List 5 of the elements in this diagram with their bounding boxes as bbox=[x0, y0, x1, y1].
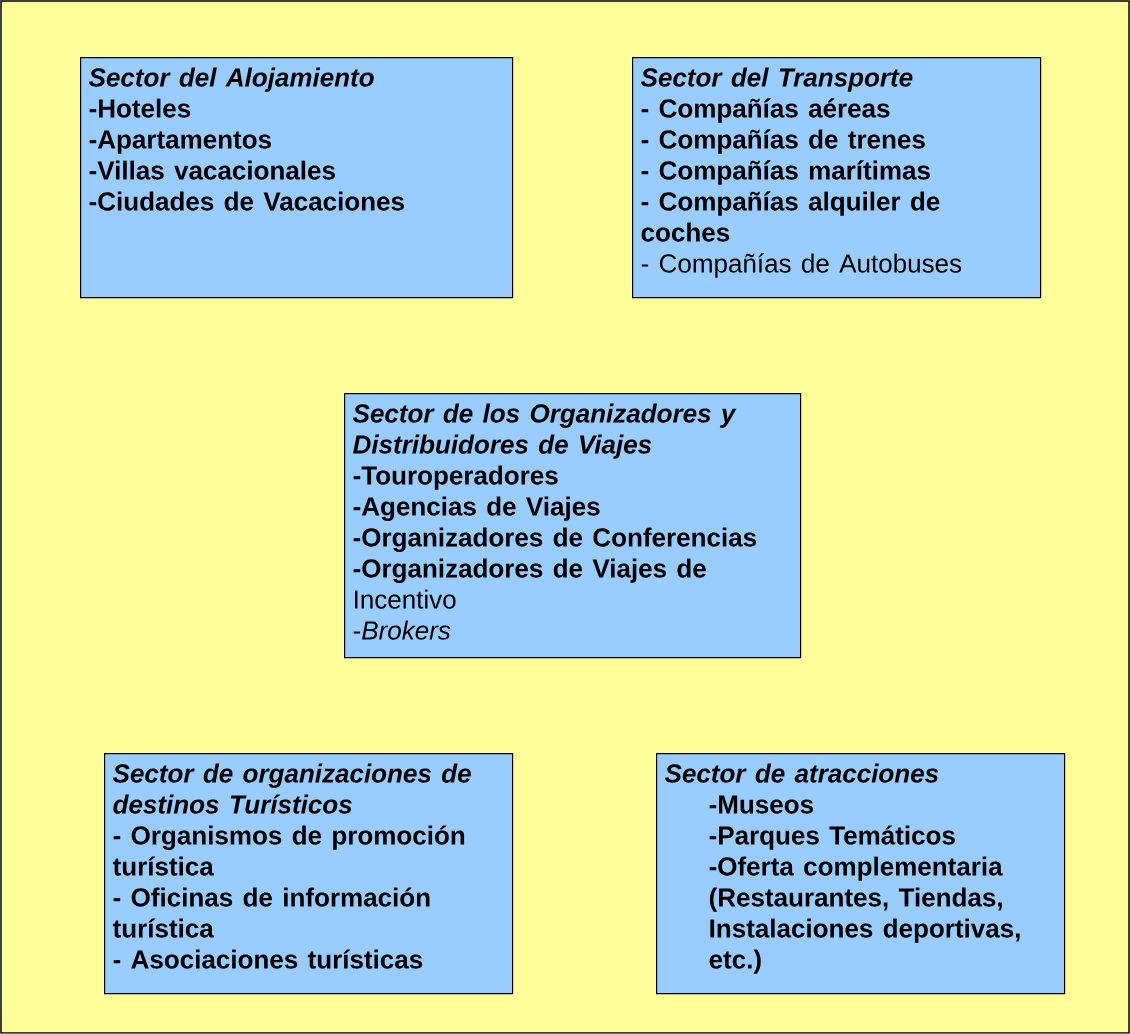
sector-box: Sector de atracciones -Museos -Parques Temáticos -Oferta complementaria (Restaurantes, Tiendas, Instalaciones deportivas, etc.) bbox=[656, 753, 1066, 995]
sector-box: Sector del Alojamiento -Hoteles -Apartamentos -Villas vacacionales -Ciudades de Vacaciones bbox=[80, 57, 514, 299]
sector-box: Sector de organizaciones de destinos Turísticos - Organismos de promoción turística - Oficinas de información turística - Asociaciones turísticas bbox=[104, 753, 514, 995]
sector-box: Sector de los Organizadores y Distribuidores de Viajes -Touroperadores -Agencias de Viajes -Organizadores de Conferencias -Organizadores de Viajes de Incentivo -Brokers bbox=[344, 393, 802, 659]
sector-box: Sector del Transporte - Compañías aéreas - Compañías de trenes - Compañías marítimas - Compañías alquiler de coches - Compañías de Autobuses bbox=[632, 57, 1042, 299]
